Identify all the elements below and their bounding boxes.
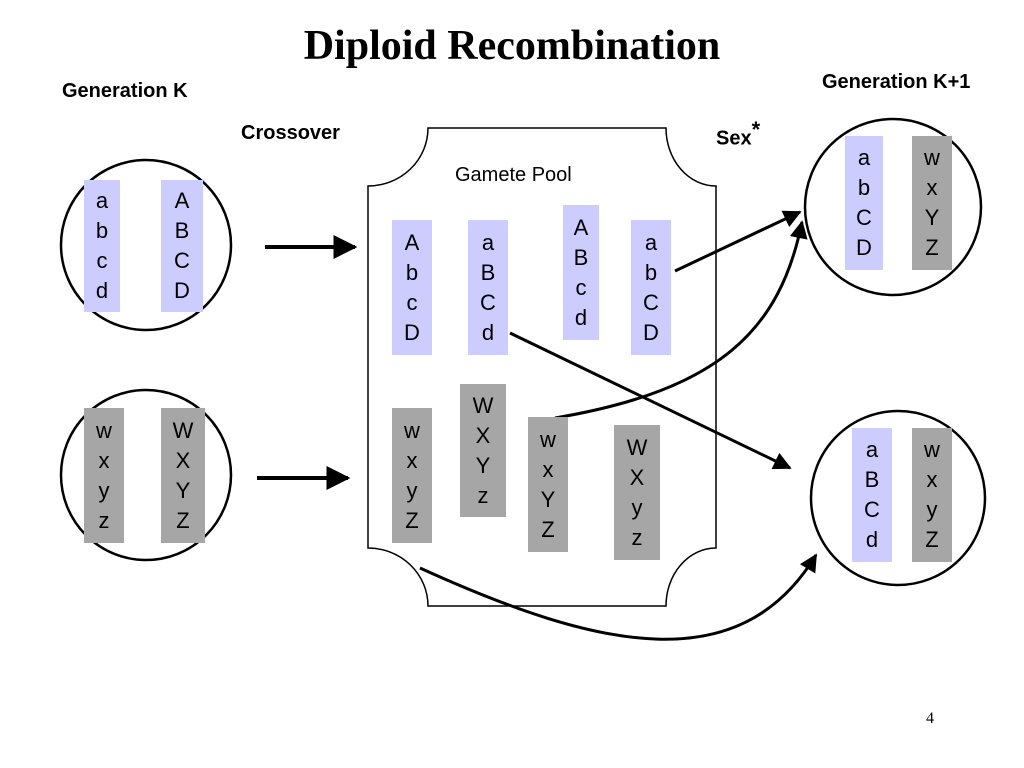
allele: w <box>540 426 556 452</box>
allele: x <box>926 175 938 200</box>
allele: Z <box>925 235 939 260</box>
allele: d <box>865 527 879 552</box>
chromosome-gen-k1-top-left: a b C D <box>845 136 883 270</box>
allele: D <box>404 319 420 345</box>
chromosome-gen-k1-top-right: w x Y Z <box>912 136 952 270</box>
allele: a <box>644 229 658 255</box>
allele: y <box>926 497 938 522</box>
allele: z <box>477 482 489 508</box>
sex-arrow-abCD <box>674 210 802 273</box>
allele: D <box>174 278 190 303</box>
allele: X <box>475 422 491 448</box>
allele: B <box>174 218 190 243</box>
allele: y <box>631 494 643 520</box>
allele: C <box>864 497 880 522</box>
allele: B <box>864 467 880 492</box>
allele: y <box>98 477 110 503</box>
allele: a <box>481 229 495 255</box>
allele: D <box>643 319 659 345</box>
allele: d <box>481 319 495 345</box>
chromosome-gen-k-bottom-left: w x y z <box>84 408 124 543</box>
allele: C <box>174 248 190 273</box>
allele: x <box>406 447 418 473</box>
allele: c <box>575 274 587 300</box>
chromosome-gen-k-top-left: a b c d <box>84 180 120 312</box>
allele: z <box>631 524 643 550</box>
allele: Z <box>925 527 939 552</box>
allele: d <box>95 278 109 303</box>
generation-k1-individual-2 <box>809 409 987 587</box>
allele: Y <box>540 486 556 512</box>
allele: B <box>573 244 589 270</box>
sex-arrow-aBCd <box>509 331 792 470</box>
allele: w <box>924 437 940 462</box>
allele: y <box>406 477 418 503</box>
allele: C <box>643 289 659 315</box>
gamete-pool-outline <box>367 127 717 607</box>
allele: x <box>98 447 110 473</box>
allele: w <box>404 417 420 443</box>
crossover-label: Crossover <box>241 122 340 144</box>
chromosome-pool-6: W X Y z <box>460 384 506 517</box>
chromosome-pool-8: W X y z <box>614 425 660 560</box>
allele: a <box>95 188 109 213</box>
allele: W <box>472 392 494 418</box>
gamete-pool-label: Gamete Pool <box>455 164 572 186</box>
chromosome-pool-5: w x y Z <box>392 408 432 543</box>
allele: a <box>865 437 879 462</box>
allele: x <box>926 467 938 492</box>
allele: C <box>480 289 496 315</box>
allele: D <box>856 235 872 260</box>
generation-k-individual-2 <box>59 388 233 562</box>
allele: w <box>96 417 112 443</box>
allele: c <box>406 289 418 315</box>
allele: Z <box>541 516 555 542</box>
allele: b <box>857 175 871 200</box>
allele: B <box>480 259 496 285</box>
sex-label-text: Sex <box>716 127 752 150</box>
allele: x <box>542 456 554 482</box>
chromosome-gen-k1-bottom-left: a B C d <box>852 428 892 562</box>
chromosome-gen-k-bottom-right: W X Y Z <box>161 408 205 543</box>
allele: X <box>175 447 191 473</box>
allele: c <box>96 248 108 273</box>
generation-k-individual-1 <box>59 158 233 332</box>
sex-arrow-wxyZ <box>419 553 818 641</box>
page-number: 4 <box>926 710 934 727</box>
allele: Y <box>175 477 191 503</box>
allele: w <box>924 145 940 170</box>
allele: W <box>626 434 648 460</box>
allele: Z <box>405 507 419 533</box>
allele: A <box>174 188 190 213</box>
chromosome-gen-k-top-right: A B C D <box>161 180 203 312</box>
sex-arrow-wxYZ <box>554 220 808 420</box>
allele: Y <box>475 452 491 478</box>
allele: a <box>857 145 871 170</box>
allele: d <box>574 304 588 330</box>
allele: X <box>629 464 645 490</box>
slide-title: Diploid Recombination <box>303 23 721 69</box>
generation-k1-label: Generation K+1 <box>822 71 971 93</box>
chromosome-pool-3: A B c d <box>563 205 599 340</box>
chromosome-pool-4: a b C D <box>631 220 671 355</box>
generation-k-label: Generation K <box>62 80 188 102</box>
chromosome-pool-7: w x Y Z <box>528 417 568 552</box>
generation-k1-individual-1 <box>803 117 983 297</box>
sex-asterisk: * <box>751 117 761 142</box>
chromosome-pool-1: A b c D <box>392 220 432 355</box>
allele: b <box>95 218 109 243</box>
allele: b <box>644 259 658 285</box>
allele: A <box>404 229 420 255</box>
allele: Z <box>176 507 190 533</box>
allele: b <box>405 259 419 285</box>
allele: z <box>98 507 110 533</box>
allele: C <box>856 205 872 230</box>
sex-label: Sex* <box>716 117 760 151</box>
allele: W <box>172 417 194 443</box>
chromosome-pool-2: a B C d <box>468 220 508 355</box>
chromosome-gen-k1-bottom-right: w x y Z <box>912 428 952 562</box>
allele: A <box>573 214 589 240</box>
allele: Y <box>924 205 940 230</box>
